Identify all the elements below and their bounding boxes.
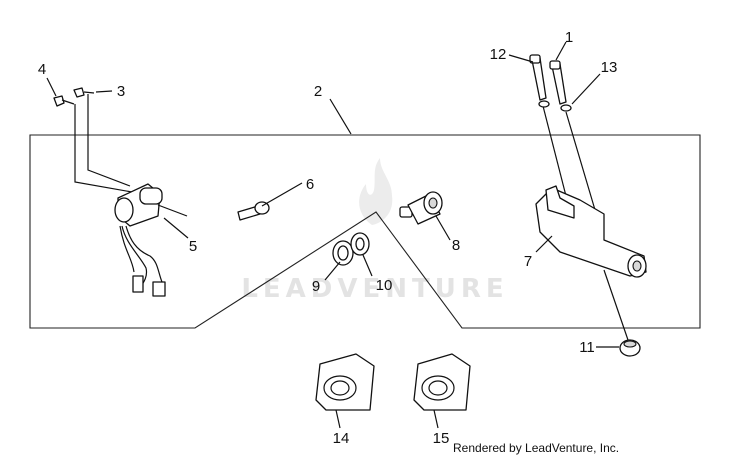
decal-sheet-part-14	[315, 353, 375, 429]
callout-7: 7	[524, 253, 532, 270]
bolt-part-12	[529, 54, 547, 101]
callout-8: 8	[452, 237, 460, 254]
callout-2: 2	[314, 83, 322, 100]
screw-part-3	[73, 87, 95, 98]
credit-text: Rendered by LeadVenture, Inc.	[453, 441, 620, 455]
watermark-text: LEADVENTURE	[241, 274, 508, 304]
lock-cylinder-part	[399, 191, 443, 225]
callout-6: 6	[306, 176, 314, 193]
callout-14: 14	[333, 430, 350, 447]
bolt-part-1	[549, 60, 567, 105]
washer-part-12	[538, 100, 550, 108]
screw-part-4	[53, 95, 75, 107]
grommet-part	[619, 339, 641, 357]
assembly-outline	[29, 134, 701, 329]
callout-12: 12	[490, 46, 507, 63]
callout-11: 11	[579, 339, 595, 356]
ring-part-10	[350, 232, 370, 256]
callout-10: 10	[376, 277, 393, 294]
callout-15: 15	[433, 430, 450, 447]
handle-bracket-part	[535, 105, 647, 341]
callout-3: 3	[117, 83, 125, 100]
key-part	[237, 201, 270, 221]
ignition-switch-part	[74, 94, 188, 297]
callout-13: 13	[601, 59, 618, 76]
decal-sheet-part-15	[413, 353, 471, 429]
watermark: LEADVENTURE	[241, 158, 508, 304]
leader-lines	[46, 41, 619, 348]
watermark-flame-icon	[359, 158, 393, 225]
callout-1: 1	[565, 29, 573, 46]
washer-part-13	[560, 104, 572, 112]
ring-part-9	[332, 240, 354, 266]
callout-4: 4	[38, 61, 46, 78]
callout-9: 9	[312, 278, 320, 295]
callout-5: 5	[189, 238, 197, 255]
